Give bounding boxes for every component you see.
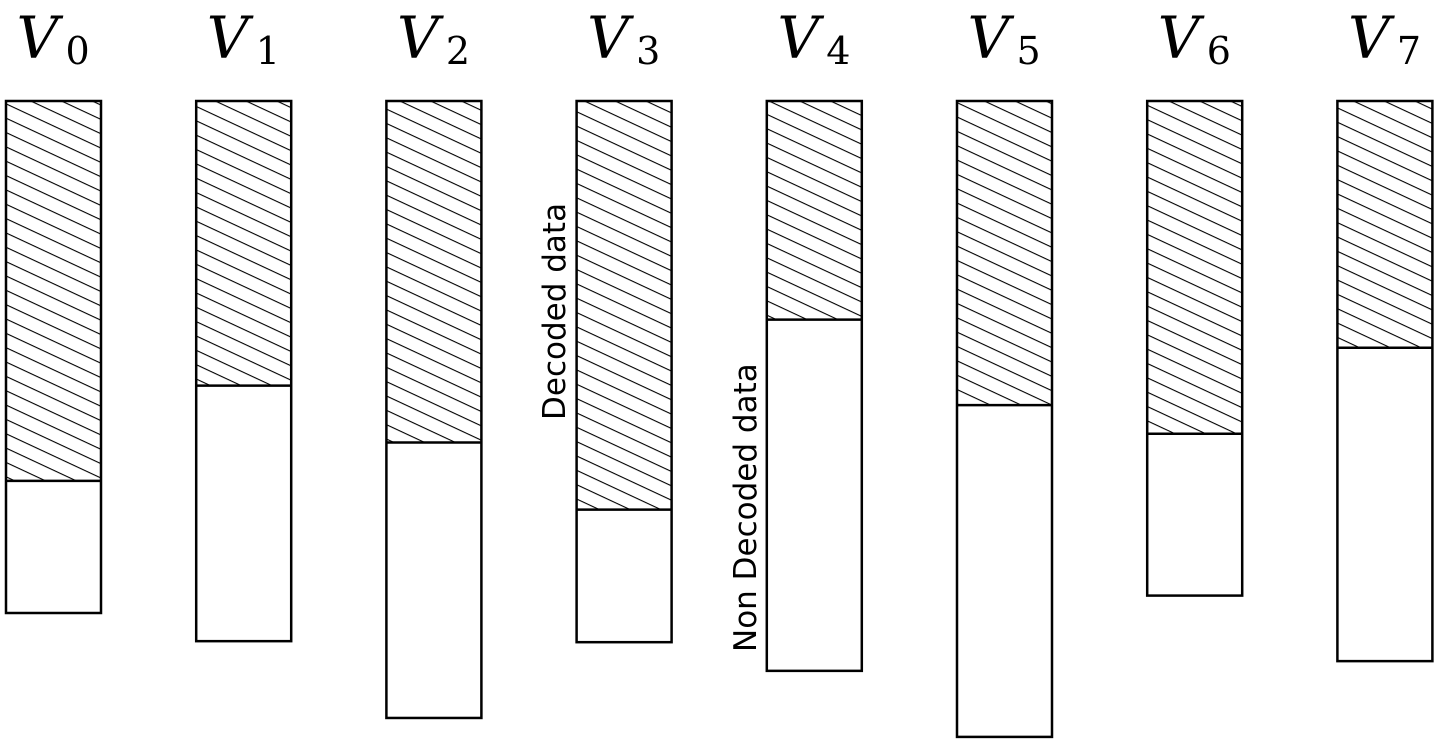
column-label-0: V bbox=[17, 4, 64, 72]
non-decoded-data-label: Non Decoded data bbox=[728, 363, 764, 652]
column-label-3: V bbox=[587, 4, 634, 72]
column-bar-0 bbox=[4, 99, 103, 615]
column-subscript-0: 0 bbox=[66, 29, 90, 73]
column-subscript-3: 3 bbox=[636, 29, 660, 73]
decoded-segment-2 bbox=[386, 101, 482, 443]
decoded-segment-7 bbox=[1337, 101, 1433, 348]
decoded-segment-5 bbox=[957, 101, 1052, 406]
column-subscript-1: 1 bbox=[256, 29, 280, 73]
decoded-segment-4 bbox=[766, 101, 862, 320]
decoded-segment-0 bbox=[6, 101, 101, 481]
decoded-segment-6 bbox=[1147, 101, 1243, 434]
decoded-segment-3 bbox=[576, 101, 672, 510]
column-label-1: V bbox=[207, 4, 254, 72]
column-subscript-6: 6 bbox=[1207, 29, 1231, 73]
decoded-data-label: Decoded data bbox=[537, 203, 573, 420]
column-subscript-7: 7 bbox=[1397, 29, 1421, 73]
column-label-2: V bbox=[397, 4, 444, 72]
column-label-7: V bbox=[1348, 4, 1395, 72]
column-bar-6 bbox=[1145, 99, 1244, 597]
column-bar-3 bbox=[575, 99, 673, 644]
column-subscript-2: 2 bbox=[446, 29, 470, 73]
column-label-5: V bbox=[968, 4, 1015, 72]
column-bar-2 bbox=[385, 99, 483, 720]
column-subscript-5: 5 bbox=[1017, 29, 1041, 73]
column-bar-7 bbox=[1336, 99, 1434, 663]
column-bar-5 bbox=[955, 99, 1054, 739]
column-label-4: V bbox=[777, 4, 824, 72]
decoded-segment-1 bbox=[196, 101, 292, 386]
column-label-6: V bbox=[1158, 4, 1205, 72]
column-bar-1 bbox=[194, 99, 293, 643]
column-bar-4 bbox=[765, 99, 864, 673]
column-subscript-4: 4 bbox=[826, 29, 850, 73]
